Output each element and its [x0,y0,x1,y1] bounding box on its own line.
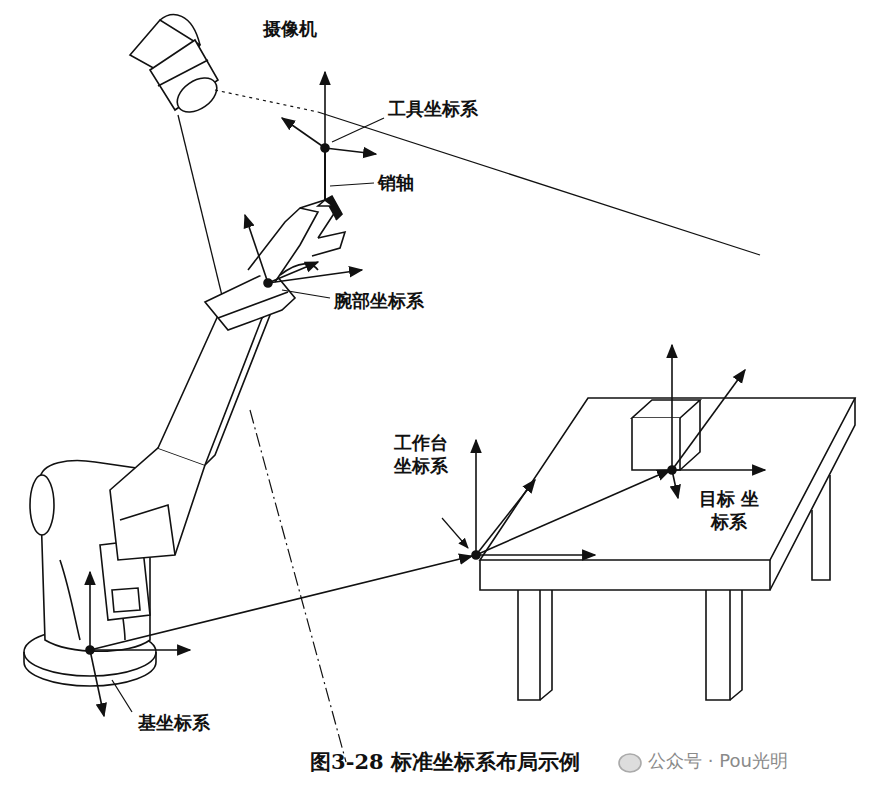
frame-label: 目标 坐标系 [696,488,762,533]
figure-caption: 图3-28 标准坐标系布局示例 [310,748,580,776]
camera [130,15,223,119]
pin [324,150,326,200]
coordinate-axes [90,72,765,716]
frame-label: 工作台 坐标系 [388,432,454,477]
watermark-icon [619,754,641,772]
part-label: 销轴 [378,172,414,195]
leader-line [112,118,468,712]
frame-label: 基坐标系 [138,712,210,735]
frame-label: 腕部坐标系 [334,290,424,313]
worktable [480,398,855,700]
frame-label: 工具坐标系 [388,98,478,121]
robot-arm [100,196,345,620]
watermark: 公众号 · Pou光明 [648,750,788,773]
camera-label: 摄像机 [263,18,317,41]
